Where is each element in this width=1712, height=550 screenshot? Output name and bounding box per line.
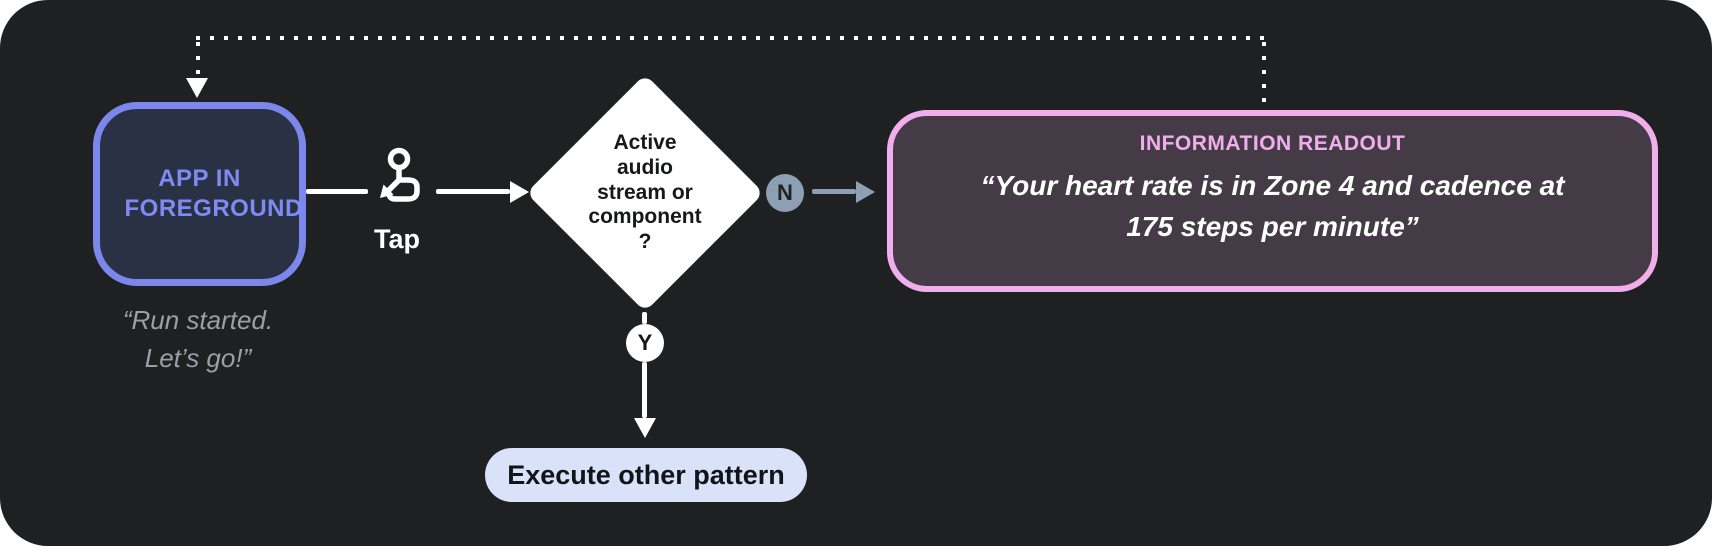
voice-caption-line1: “Run started. [122,305,274,335]
readout-quote: “Your heart rate is in Zone 4 and cadenc… [893,166,1652,247]
flow-line-yes-to-execute [642,362,647,418]
information-readout-title: INFORMATION READOUT [1139,132,1406,155]
feedback-dotted-line-left [196,42,200,76]
decision-node-label: Active audio stream or component ? [535,131,755,255]
execute-pattern-pill: Execute other pattern [485,448,807,502]
feedback-dotted-line-right [1262,42,1266,102]
flow-line-no-to-readout [812,189,856,194]
feedback-dotted-line-horizontal [196,36,1268,40]
readout-quote-line1: “Your heart rate is in Zone 4 and cadenc… [980,170,1565,201]
no-branch-circle: N [766,174,804,212]
tap-gesture-icon [380,147,420,202]
feedback-arrowhead-icon [186,78,208,98]
flow-line-decision-to-yes [642,312,647,324]
app-in-foreground-node: APP IN FOREGROUND [93,102,306,286]
yes-branch-circle: Y [626,324,664,362]
execute-pattern-label: Execute other pattern [507,459,785,490]
readout-quote-line2: 175 steps per minute” [1126,210,1419,242]
execute-arrowhead-icon [634,418,656,438]
flow-line-app-to-tap [306,189,368,194]
tap-edge-label: Tap [374,224,420,254]
voice-caption-line2: Let’s go!” [144,342,252,373]
decision-line-2: audio [617,155,673,179]
decision-line-1: Active [613,131,677,154]
flow-line-tap-to-decision [436,189,510,194]
decision-line-4: component [588,205,702,229]
readout-arrowhead-icon [856,181,875,203]
no-branch-label: N [777,180,793,205]
decision-arrowhead-icon [510,181,529,203]
voice-caption: “Run started. Let’s go!” [48,302,348,377]
decision-line-3: stream or [597,180,693,204]
app-node-label: APP IN FOREGROUND [124,165,303,222]
decision-line-5: ? [638,230,652,254]
yes-branch-label: Y [637,330,653,355]
information-readout-node: INFORMATION READOUT “Your heart rate is … [887,110,1658,292]
